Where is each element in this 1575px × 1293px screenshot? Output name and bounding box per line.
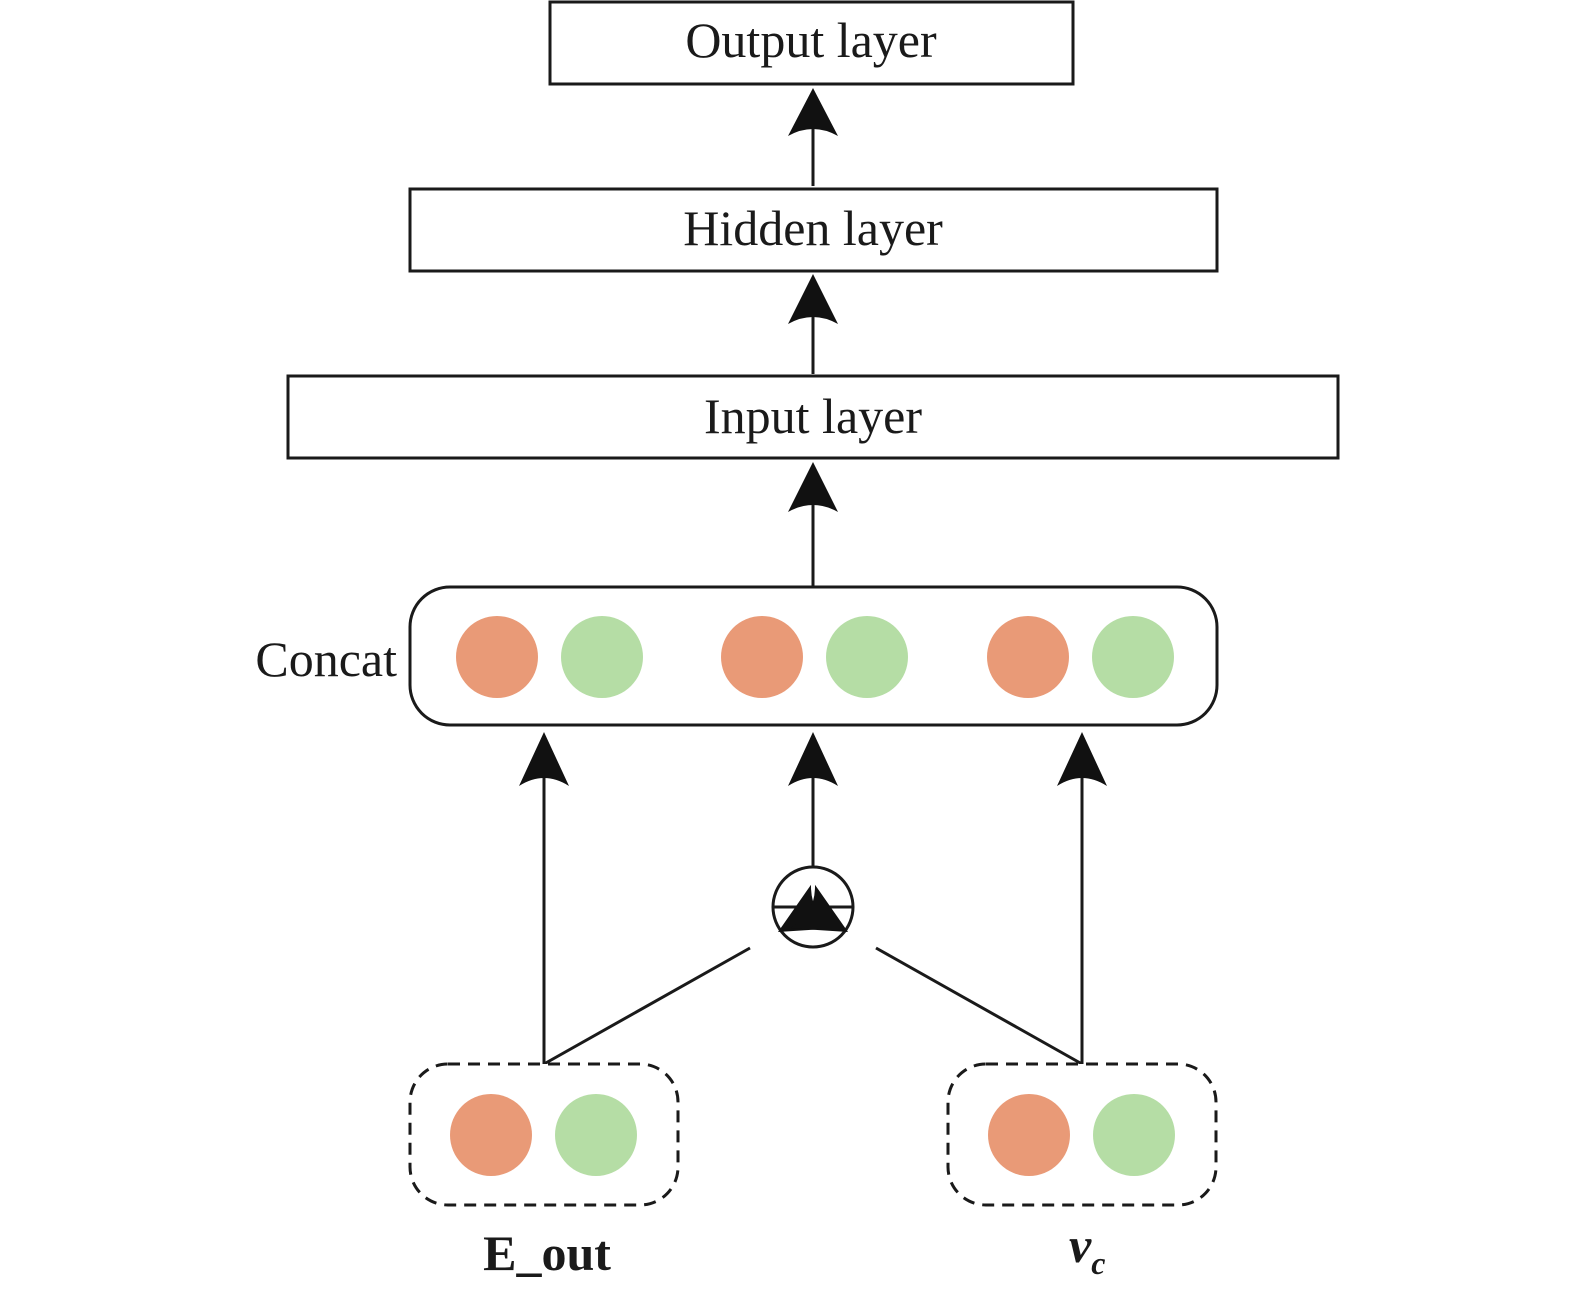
- vc-green-node: [1093, 1094, 1175, 1176]
- concat-orange-node-1: [456, 616, 538, 698]
- input-layer-box: Input layer: [286, 374, 1340, 460]
- arrow-eout-to-concat: [519, 732, 569, 1064]
- concat-orange-node-2: [721, 616, 803, 698]
- hidden-layer-label: Hidden layer: [683, 200, 943, 256]
- arrow-subtract-to-concat: [788, 732, 838, 866]
- output-layer-box: Output layer: [548, 0, 1075, 86]
- concat-label: Concat: [255, 631, 397, 687]
- arrow-concat-to-input: [788, 462, 838, 587]
- vc-label: vc: [1069, 1217, 1105, 1281]
- eout-orange-node: [450, 1094, 532, 1176]
- arrow-input-to-hidden-output: [788, 88, 838, 186]
- vc-label-base: v: [1069, 1217, 1092, 1273]
- concat-green-node-2: [826, 616, 908, 698]
- vc-label-subscript: c: [1091, 1245, 1105, 1281]
- arrow-vc-to-concat: [1057, 732, 1107, 1064]
- arrow-input-to-hidden: [788, 274, 838, 374]
- concat-green-node-1: [561, 616, 643, 698]
- hidden-layer-box: Hidden layer: [408, 187, 1219, 273]
- vc-orange-node: [988, 1094, 1070, 1176]
- arrow-vc-to-subtract: [790, 884, 1083, 1066]
- concat-orange-node-3: [987, 616, 1069, 698]
- eout-label: E_out: [483, 1225, 611, 1281]
- input-layer-label: Input layer: [704, 388, 922, 444]
- output-layer-label: Output layer: [685, 12, 937, 68]
- eout-green-node: [555, 1094, 637, 1176]
- concat-green-node-3: [1092, 616, 1174, 698]
